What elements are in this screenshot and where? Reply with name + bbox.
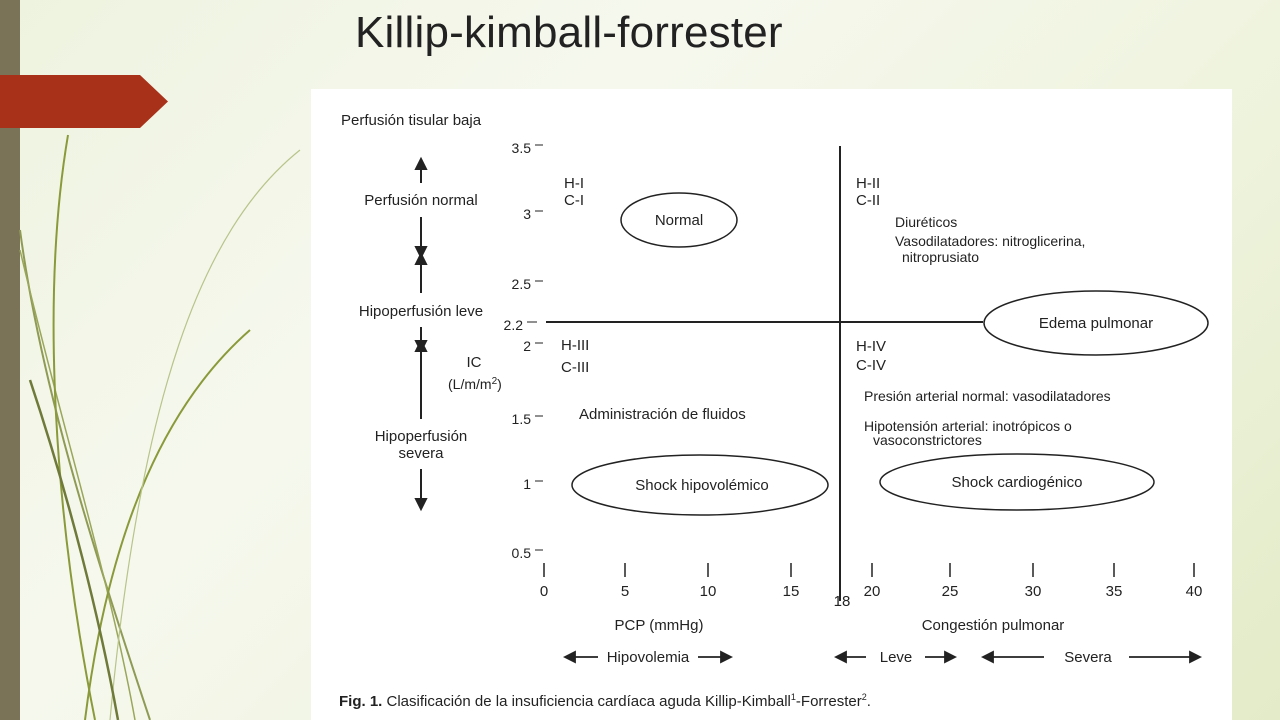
leve-label: Leve — [880, 649, 913, 666]
x-tick-20: 20 — [864, 583, 881, 600]
q2-text-3: nitroprusiato — [902, 249, 979, 265]
edema-oval — [983, 290, 1209, 356]
ic-units: (L/m/m2) — [448, 376, 502, 392]
slide-title: Killip-kimball-forrester — [355, 8, 783, 57]
y-tick-3: 3 — [523, 206, 531, 222]
edema-label: Edema pulmonar — [1039, 315, 1153, 332]
q4-h-label: H-IV — [856, 338, 886, 355]
q2-h-label: H-II — [856, 175, 880, 192]
q2-text-1: Diuréticos — [895, 214, 957, 230]
ic-label: IC — [467, 354, 482, 371]
q2-c-label: C-II — [856, 192, 880, 209]
x-tick-10: 10 — [700, 583, 717, 600]
q4-c-label: C-IV — [856, 357, 886, 374]
q4-text-2: Hipotensión arterial: inotrópicos o — [864, 418, 1072, 434]
q4-text-3: vasoconstrictores — [873, 432, 982, 448]
y-tick-3.5: 3.5 — [512, 140, 532, 156]
x-axis-tick-marks — [543, 563, 1195, 577]
x-tick-30: 30 — [1025, 583, 1042, 600]
forrester-diagram: Perfusión tisular baja Perfusión normal … — [339, 112, 1209, 710]
title-accent-arrow — [0, 75, 168, 128]
x-axis-label: PCP (mmHg) — [615, 617, 704, 634]
left-accent-bar — [0, 0, 20, 720]
y-tick-0.5: 0.5 — [512, 545, 532, 561]
hipo-severa-label-2: severa — [398, 445, 444, 462]
x-axis-tick-labels: 0 5 10 15 18 20 25 30 35 40 — [540, 583, 1203, 610]
x-tick-0: 0 — [540, 583, 548, 600]
shock-cardiogenico-label: Shock cardiogénico — [952, 474, 1083, 491]
hipovolemia-label: Hipovolemia — [607, 649, 690, 666]
range-arrows — [562, 650, 1203, 664]
figure-caption: Fig. 1. Clasificación de la insuficienci… — [339, 692, 871, 710]
normal-oval — [620, 192, 738, 248]
normal-label: Normal — [655, 212, 703, 229]
severa-label: Severa — [1064, 649, 1112, 666]
forrester-figure: Perfusión tisular baja Perfusión normal … — [311, 89, 1232, 720]
y-tick-2: 2 — [523, 338, 531, 354]
y-tick-1: 1 — [523, 476, 531, 492]
y-tick-1.5: 1.5 — [512, 411, 532, 427]
q1-c-label: C-I — [564, 192, 584, 209]
x-tick-40: 40 — [1186, 583, 1203, 600]
congestion-label: Congestión pulmonar — [922, 617, 1065, 634]
x-tick-35: 35 — [1106, 583, 1123, 600]
shock-hipovolemico-oval — [571, 454, 829, 516]
x-tick-5: 5 — [621, 583, 629, 600]
y-axis-ticks: 3.5 3 2.5 2.2 2 1.5 1 0.5 — [504, 140, 543, 561]
hipo-severa-label-1: Hipoperfusión — [375, 428, 468, 445]
q3-c-label: C-III — [561, 359, 589, 376]
y-tick-2.5: 2.5 — [512, 276, 532, 292]
x-tick-18: 18 — [834, 593, 851, 610]
q3-h-label: H-III — [561, 337, 589, 354]
perfusion-label: Perfusión tisular baja — [341, 112, 482, 129]
perf-normal-label: Perfusión normal — [364, 192, 477, 209]
x-tick-15: 15 — [783, 583, 800, 600]
hipo-leve-label: Hipoperfusión leve — [359, 303, 483, 320]
y-tick-2.2: 2.2 — [504, 317, 524, 333]
shock-hipovolemico-label: Shock hipovolémico — [635, 477, 768, 494]
decorative-swirls — [19, 134, 301, 720]
perfusion-arrows — [414, 156, 428, 512]
q2-text-2: Vasodilatadores: nitroglicerina, — [895, 233, 1085, 249]
x-tick-25: 25 — [942, 583, 959, 600]
q1-h-label: H-I — [564, 175, 584, 192]
q3-text-1: Administración de fluidos — [579, 406, 746, 423]
q4-text-1: Presión arterial normal: vasodilatadores — [864, 388, 1111, 404]
shock-cardiogenico-oval — [879, 453, 1155, 511]
